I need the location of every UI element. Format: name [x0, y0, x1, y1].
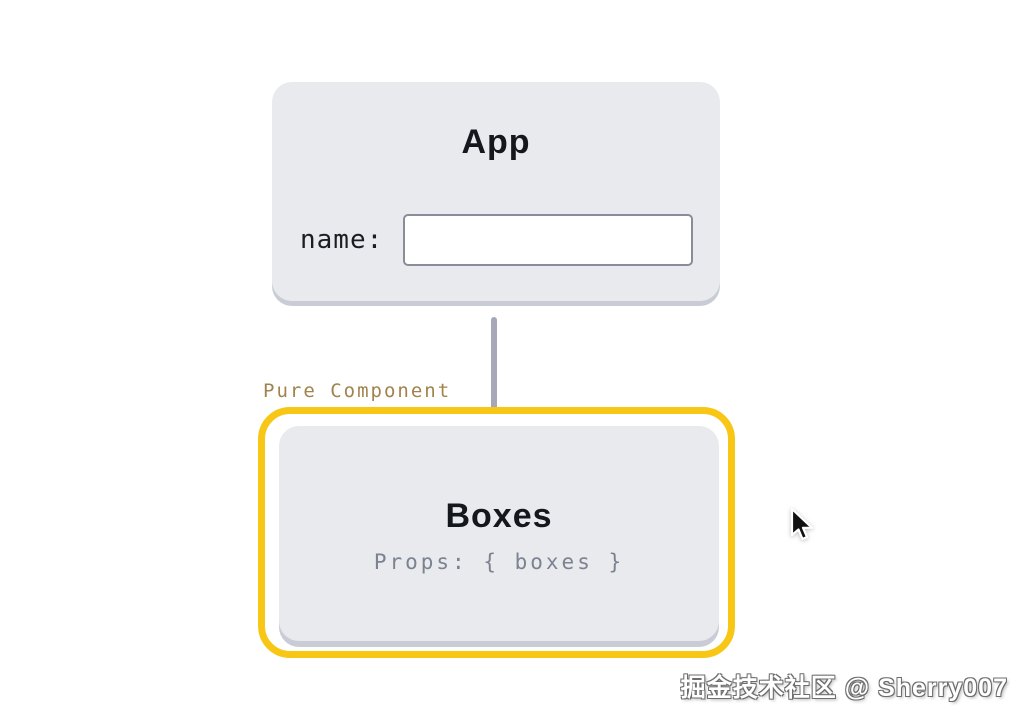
boxes-props-text: Props: { boxes } [373, 549, 625, 574]
name-field-row: name: [272, 214, 720, 266]
boxes-card-title: Boxes [445, 496, 553, 535]
highlight-outline [258, 407, 735, 658]
app-component-card: App name: [272, 82, 720, 301]
boxes-component-card: Boxes Props: { boxes } [279, 426, 719, 641]
name-input[interactable] [403, 214, 694, 266]
parent-child-connector-line [491, 317, 497, 410]
name-field-label: name: [300, 225, 384, 255]
mouse-pointer-icon [790, 507, 814, 541]
watermark-text: 掘金技术社区 @ Sherry007 [680, 674, 1008, 702]
pure-component-label: Pure Component [263, 380, 452, 402]
app-card-title: App [461, 123, 531, 161]
